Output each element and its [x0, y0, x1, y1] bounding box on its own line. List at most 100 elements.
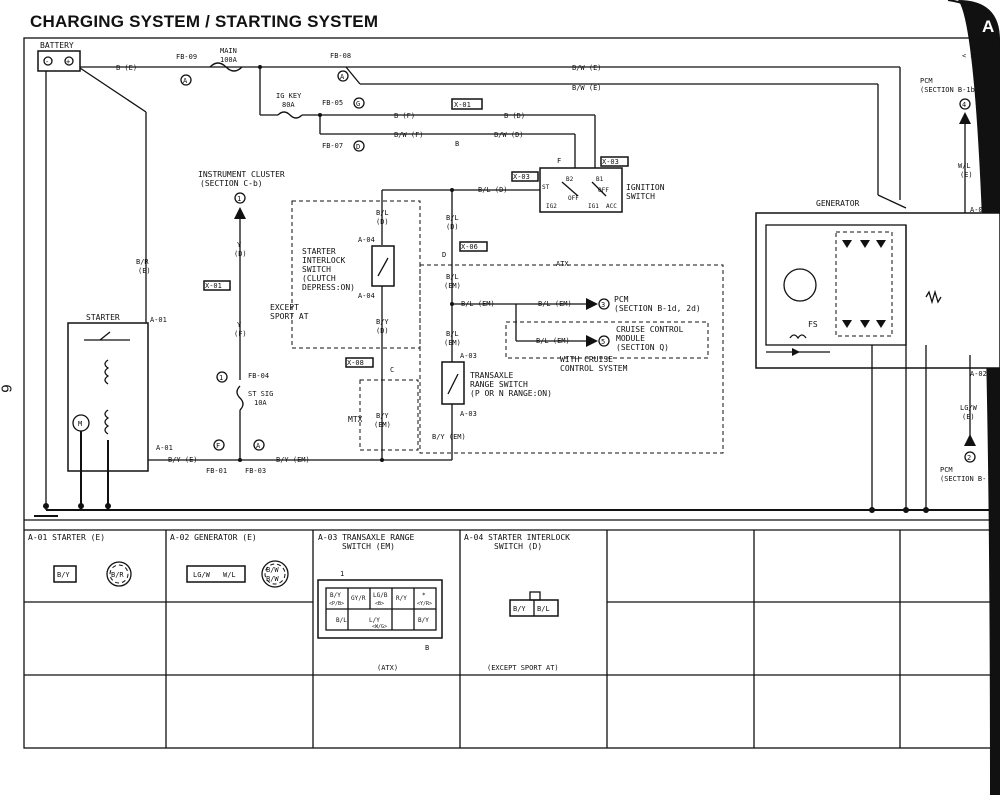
svg-text:(D): (D)	[376, 218, 389, 226]
svg-text:*: *	[422, 592, 426, 599]
svg-text:B/L (EM): B/L (EM)	[461, 300, 495, 308]
svg-text:W/L: W/L	[958, 162, 971, 170]
svg-text:+: +	[66, 58, 70, 66]
svg-text:GENERATOR: GENERATOR	[816, 199, 860, 208]
svg-text:G: G	[356, 100, 360, 108]
svg-text:X-01: X-01	[205, 282, 222, 290]
svg-text:B/W: B/W	[266, 575, 279, 583]
svg-text:(SECTION B-: (SECTION B-	[940, 475, 986, 483]
svg-text:FB-09: FB-09	[176, 53, 197, 61]
svg-text:-: -	[45, 58, 49, 66]
conn-a01-title: A-01 STARTER (E)	[28, 533, 105, 542]
generator	[755, 212, 1000, 369]
svg-text:CONTROL SYSTEM: CONTROL SYSTEM	[560, 364, 628, 373]
svg-text:X-03: X-03	[513, 173, 530, 181]
svg-text:CRUISE CONTROL: CRUISE CONTROL	[616, 325, 684, 334]
conn-a03-note: (ATX)	[377, 664, 398, 672]
svg-text:IG1: IG1	[588, 203, 599, 210]
svg-text:B: B	[455, 140, 459, 148]
svg-text:B/Y (EM): B/Y (EM)	[432, 433, 466, 441]
svg-text:B/L: B/L	[336, 617, 347, 624]
svg-text:<W/G>: <W/G>	[372, 624, 387, 630]
svg-text:B (F): B (F)	[394, 112, 415, 120]
svg-text:PCM: PCM	[940, 466, 953, 474]
svg-text:SWITCH: SWITCH	[302, 265, 331, 274]
svg-text:B/R: B/R	[111, 571, 124, 579]
svg-text:RANGE SWITCH: RANGE SWITCH	[470, 380, 528, 389]
svg-text:MODULE: MODULE	[616, 334, 645, 343]
svg-text:(CLUTCH: (CLUTCH	[302, 274, 336, 283]
svg-text:MAIN: MAIN	[220, 47, 237, 55]
connector-table-grid	[24, 530, 1000, 748]
ignition-switch	[539, 167, 623, 213]
svg-text:B1: B1	[596, 176, 604, 183]
svg-text:(SECTION B-1d, 2d): (SECTION B-1d, 2d)	[614, 304, 701, 313]
svg-text:OFF: OFF	[598, 187, 609, 194]
svg-text:(F): (F)	[234, 330, 247, 338]
svg-text:100A: 100A	[220, 56, 238, 64]
svg-text:80A: 80A	[282, 101, 295, 109]
svg-text:FB-05: FB-05	[322, 99, 343, 107]
svg-text:B/L (EM): B/L (EM)	[536, 337, 570, 345]
svg-text:B: B	[425, 644, 429, 652]
svg-text:B/Y: B/Y	[376, 318, 389, 326]
svg-text:F: F	[557, 157, 561, 165]
svg-text:A: A	[256, 442, 261, 450]
svg-text:SWITCH (EM): SWITCH (EM)	[342, 542, 395, 551]
svg-text:GY/R: GY/R	[351, 595, 366, 602]
header-letter: A	[982, 17, 994, 36]
svg-text:1: 1	[237, 195, 241, 203]
svg-text:B/W: B/W	[266, 566, 279, 574]
svg-text:2: 2	[967, 454, 971, 462]
svg-text:LG/W: LG/W	[193, 571, 211, 579]
svg-text:X-06: X-06	[461, 243, 478, 251]
svg-text:B/Y: B/Y	[57, 571, 70, 579]
svg-text:IG2: IG2	[546, 203, 557, 210]
svg-text:ST: ST	[542, 184, 550, 191]
svg-text:B/Y: B/Y	[376, 412, 389, 420]
svg-text:LG/W: LG/W	[960, 404, 978, 412]
svg-text:SWITCH: SWITCH	[626, 192, 655, 201]
conn-a04-title: A-04 STARTER INTERLOCK	[464, 533, 570, 542]
svg-text:SPORT AT: SPORT AT	[270, 312, 309, 321]
svg-text:W/L: W/L	[223, 571, 236, 579]
svg-text:B/Y: B/Y	[330, 592, 341, 599]
svg-text:PCM: PCM	[614, 295, 629, 304]
conn-a04-note: (EXCEPT SPORT AT)	[487, 664, 559, 672]
svg-text:INSTRUMENT CLUSTER: INSTRUMENT CLUSTER	[198, 170, 285, 179]
svg-text:B (E): B (E)	[116, 64, 137, 72]
svg-text:R/Y: R/Y	[396, 595, 407, 602]
svg-text:(D): (D)	[376, 327, 389, 335]
svg-text:FB-07: FB-07	[322, 142, 343, 150]
svg-text:(E): (E)	[960, 171, 973, 179]
svg-text:(D): (D)	[446, 223, 459, 231]
svg-text:10A: 10A	[254, 399, 267, 407]
svg-text:(SECTION Q): (SECTION Q)	[616, 343, 669, 352]
diagram-frame	[23, 37, 1000, 749]
svg-text:WITH CRUISE: WITH CRUISE	[560, 355, 613, 364]
svg-text:B (D): B (D)	[504, 112, 525, 120]
svg-text:FB-03: FB-03	[245, 467, 266, 475]
svg-text:B/L (EM): B/L (EM)	[538, 300, 572, 308]
svg-text:(E): (E)	[962, 413, 975, 421]
svg-text:X-01: X-01	[454, 101, 471, 109]
svg-text:LG/B: LG/B	[373, 592, 388, 599]
svg-text:A-01: A-01	[156, 444, 173, 452]
svg-text:FB-01: FB-01	[206, 467, 227, 475]
svg-text:FB-04: FB-04	[248, 372, 269, 380]
svg-text:C: C	[390, 366, 394, 374]
svg-text:B/W (E): B/W (E)	[572, 64, 602, 72]
battery-label: BATTERY	[40, 41, 74, 50]
svg-text:B/L: B/L	[446, 214, 459, 222]
svg-text:B/W (E): B/W (E)	[572, 84, 602, 92]
battery	[37, 50, 81, 72]
svg-text:X-03: X-03	[602, 158, 619, 166]
svg-text:B/L (D): B/L (D)	[478, 186, 508, 194]
svg-text:INTERLOCK: INTERLOCK	[302, 256, 346, 265]
svg-text:4: 4	[962, 101, 966, 109]
svg-text:EXCEPT: EXCEPT	[270, 303, 299, 312]
svg-text:D: D	[442, 251, 446, 259]
svg-text:A-04: A-04	[358, 236, 375, 244]
svg-text:A-04: A-04	[358, 292, 375, 300]
